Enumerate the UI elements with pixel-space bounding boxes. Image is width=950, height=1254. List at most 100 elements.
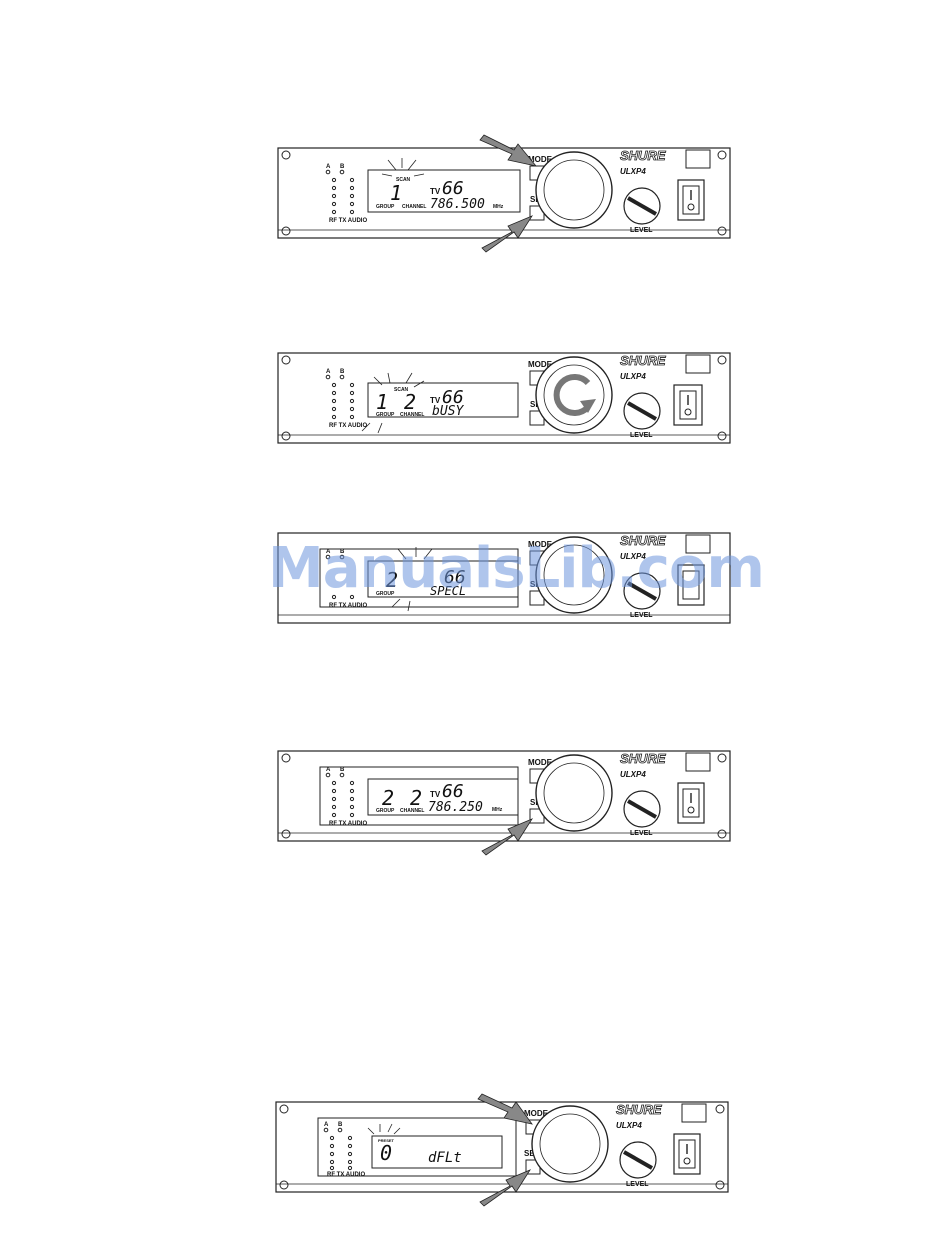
rack-screw (717, 150, 727, 160)
set-label: SET (524, 1149, 540, 1158)
rack-screw (717, 226, 727, 236)
svg-text:A: A (326, 767, 331, 773)
svg-text:A: A (326, 549, 331, 555)
lcd-tv-channel: 66 (442, 178, 464, 199)
svg-text:A: A (326, 369, 331, 375)
group-label: GROUP (376, 591, 395, 597)
brand-logo: SHURE (620, 751, 666, 766)
lcd-tv-channel: 66 (442, 387, 464, 408)
lcd-tv-channel: 66 (442, 781, 464, 802)
tv-label: TV (430, 187, 441, 196)
rack-screw (715, 1104, 725, 1114)
lcd-channel: 2 (410, 786, 422, 810)
svg-text:RF TX AUDIO: RF TX AUDIO (329, 603, 367, 609)
svg-text:RF TX AUDIO: RF TX AUDIO (329, 423, 367, 429)
blink-marks (391, 547, 433, 612)
channel-label: CHANNEL (400, 808, 424, 814)
mode-label: MODE (524, 1109, 549, 1118)
rack-screw (281, 431, 291, 441)
arrow-to-mode (477, 1093, 533, 1125)
svg-text:RF TX AUDIO: RF TX AUDIO (329, 218, 367, 224)
rack-screw (281, 355, 291, 365)
model-label: ULXP4 (620, 552, 646, 561)
brand-logo: SHURE (620, 148, 666, 163)
svg-text:RF TX AUDIO: RF TX AUDIO (329, 821, 367, 827)
lcd-status: SPECL (430, 584, 466, 598)
group-label: GROUP (376, 808, 395, 814)
preset-label: PRESET (378, 1138, 395, 1143)
level-label: LEVEL (630, 432, 653, 439)
svg-text:A: A (324, 1122, 329, 1128)
arrow-to-mode (479, 134, 538, 167)
mhz-label: MHz (493, 204, 504, 210)
arrow-to-set (481, 215, 534, 253)
rack-screw (281, 829, 291, 839)
rotate-arrow-icon (553, 374, 591, 416)
model-label: ULXP4 (620, 372, 646, 381)
lcd-group: 2 (386, 568, 398, 592)
brand-logo: SHURE (620, 353, 666, 368)
scan-blink-marks (361, 372, 425, 434)
level-label: LEVEL (630, 612, 653, 619)
rack-screw (281, 150, 291, 160)
scan-blink-marks (381, 158, 425, 177)
lcd-display (371, 1135, 503, 1169)
label-window (685, 752, 711, 772)
svg-text:B: B (338, 1122, 343, 1128)
brand-logo: SHURE (620, 533, 666, 548)
group-label: GROUP (376, 412, 395, 418)
lcd-tv-channel: 66 (444, 567, 466, 588)
label-window (681, 1103, 707, 1123)
brand-logo: SHURE (616, 1102, 662, 1117)
model-label: ULXP4 (620, 770, 646, 779)
mode-label: MODE (528, 758, 553, 767)
mode-label: MODE (528, 155, 553, 164)
lcd-status: bUSY (432, 404, 464, 419)
meter-leds: A B RF TX AUDIO (325, 767, 367, 827)
rack-screw (281, 753, 291, 763)
label-window (685, 354, 711, 374)
svg-text:B: B (340, 164, 345, 170)
level-label: LEVEL (626, 1181, 649, 1188)
level-label: LEVEL (630, 830, 653, 837)
svg-text:B: B (340, 767, 345, 773)
meter-leds: A B RF TX AUDIO (325, 164, 367, 224)
display-bezel (317, 1117, 517, 1177)
mode-label: MODE (528, 360, 553, 369)
receiver-figure-4: A B RF TX AUDIO 2 2 TV 66 GROUP CHANNEL … (270, 731, 740, 857)
rack-screw (717, 829, 727, 839)
level-label: LEVEL (630, 227, 653, 234)
lcd-display (367, 560, 519, 598)
channel-label: CHANNEL (402, 204, 426, 210)
svg-text:A: A (326, 164, 331, 170)
lcd-display (367, 169, 521, 213)
scan-label: SCAN (396, 177, 411, 183)
model-label: ULXP4 (620, 167, 646, 176)
rack-screw (717, 431, 727, 441)
arrow-to-set (479, 1169, 532, 1207)
rack-screw (715, 1180, 725, 1190)
arrow-to-set (481, 818, 534, 856)
tv-label: TV (430, 396, 441, 405)
mhz-label: MHz (492, 807, 503, 813)
receiver-figure-1: A B RF TX AUDIO SCAN 1 TV 66 GROUP CHANN… (270, 128, 740, 254)
lcd-frequency: 786.500 (430, 197, 485, 212)
receiver-figure-5: A B RF TX AUDIO PRESET 0 dFLt MODE SET S… (268, 1082, 738, 1208)
lcd-display (367, 382, 519, 418)
svg-text:RF TX AUDIO: RF TX AUDIO (327, 1172, 365, 1178)
mode-label: MODE (528, 540, 553, 549)
lcd-frequency: 786.250 (428, 800, 483, 815)
receiver-figure-3: A B RF TX AUDIO 2 66 GROUP SPECL MODE SE… (270, 513, 740, 639)
channel-label: CHANNEL (400, 412, 424, 418)
lcd-preset-number: 0 (380, 1141, 392, 1165)
svg-text:B: B (340, 369, 345, 375)
scan-label: SCAN (394, 387, 409, 393)
meter-leds: A B RF TX AUDIO (325, 369, 367, 429)
lcd-group: 1 (376, 390, 388, 414)
receiver-figure-2: A B RF TX AUDIO SCAN 1 2 TV 66 GROUP CHA… (270, 333, 740, 459)
label-window (685, 534, 711, 554)
tv-label: TV (430, 790, 441, 799)
label-window (685, 149, 711, 169)
meter-leds: A B RF TX AUDIO (323, 1122, 365, 1178)
rack-screw (717, 355, 727, 365)
